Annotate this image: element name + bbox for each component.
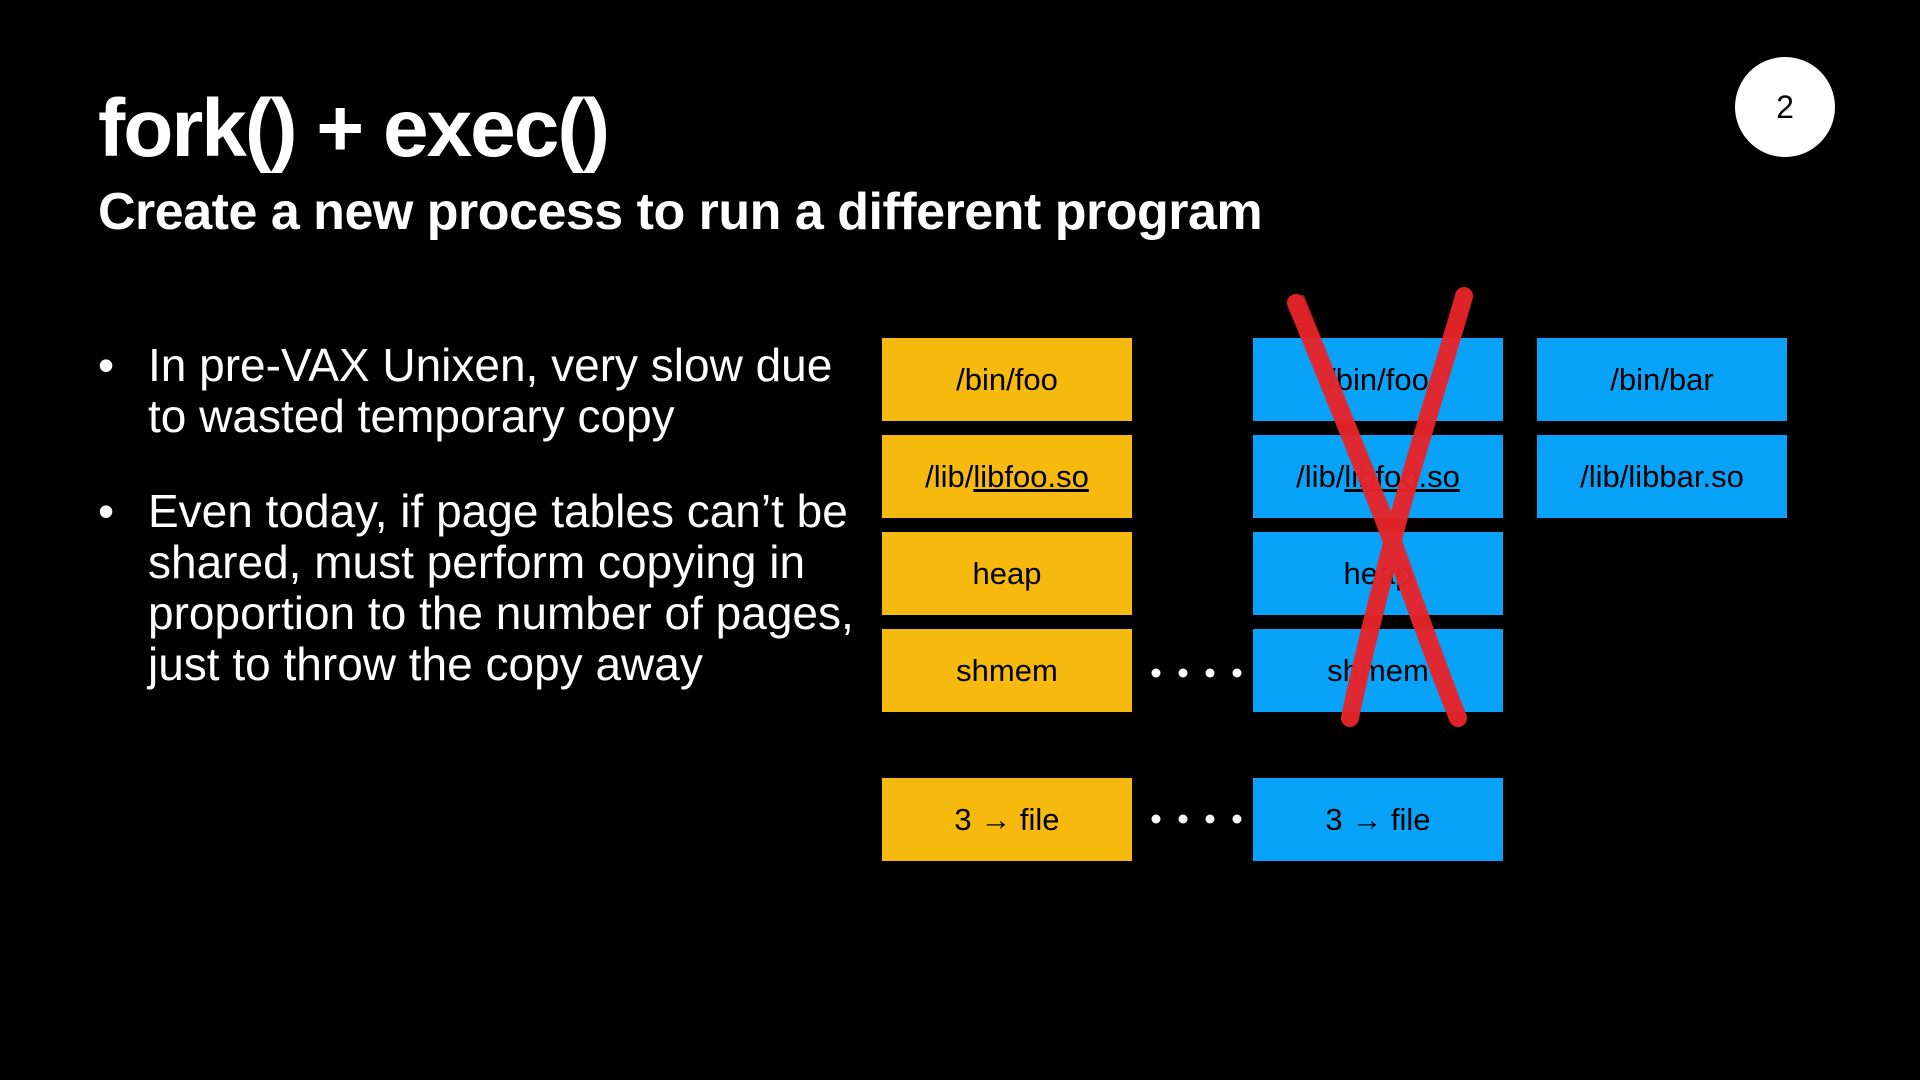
child-fd-number: 3 xyxy=(1325,801,1343,837)
page-number-badge: 2 xyxy=(1735,57,1835,157)
bullet-text: Even today, if page tables can’t be shar… xyxy=(148,485,854,690)
child-heap-label: heap xyxy=(1343,555,1413,591)
slide-title: fork() + exec() xyxy=(98,83,610,174)
slide-subtitle: Create a new process to run a different … xyxy=(98,183,1263,241)
bullet-list: • In pre-VAX Unixen, very slow due to wa… xyxy=(98,340,878,734)
bullet-item: • In pre-VAX Unixen, very slow due to wa… xyxy=(98,340,878,442)
exec-bin-box: /bin/bar xyxy=(1537,338,1787,421)
parent-fd-number: 3 xyxy=(954,801,972,837)
parent-heap-label: heap xyxy=(972,555,1042,591)
exec-lib-label: /lib/libbar.so xyxy=(1580,458,1744,494)
parent-bin-label: /bin/foo xyxy=(956,361,1058,397)
child-lib-prefix: /lib/ xyxy=(1296,458,1345,494)
bullet-dot-icon: • xyxy=(98,339,115,391)
child-fd-target: file xyxy=(1390,801,1431,837)
bullet-item: • Even today, if page tables can’t be sh… xyxy=(98,486,878,690)
parent-heap-box: heap xyxy=(882,532,1132,615)
arrow-right-icon: → xyxy=(1351,801,1383,837)
bullet-text: In pre-VAX Unixen, very slow due to wast… xyxy=(148,339,833,442)
parent-fd-target: file xyxy=(1019,801,1060,837)
parent-lib-prefix: /lib/ xyxy=(925,458,974,494)
child-bin-box: /bin/foo xyxy=(1253,338,1503,421)
child-bin-label: /bin/foo xyxy=(1327,361,1429,397)
child-lib-box: /lib/libfoo.so xyxy=(1253,435,1503,518)
child-shmem-label: shmem xyxy=(1327,652,1429,688)
bullet-dot-icon: • xyxy=(98,485,115,537)
parent-shmem-box: shmem xyxy=(882,629,1132,712)
child-fd-box: 3 → file xyxy=(1253,778,1503,861)
parent-lib-box: /lib/libfoo.so xyxy=(882,435,1132,518)
shmem-shared-connector xyxy=(1151,668,1242,678)
parent-shmem-label: shmem xyxy=(956,652,1058,688)
child-shmem-box: shmem xyxy=(1253,629,1503,712)
parent-lib-name: libfoo.so xyxy=(973,458,1089,494)
parent-bin-box: /bin/foo xyxy=(882,338,1132,421)
child-heap-box: heap xyxy=(1253,532,1503,615)
exec-bin-label: /bin/bar xyxy=(1610,361,1714,397)
arrow-right-icon: → xyxy=(980,801,1012,837)
exec-lib-box: /lib/libbar.so xyxy=(1537,435,1787,518)
fd-shared-connector xyxy=(1151,814,1242,824)
child-lib-name: libfoo.so xyxy=(1344,458,1460,494)
parent-fd-box: 3 → file xyxy=(882,778,1132,861)
